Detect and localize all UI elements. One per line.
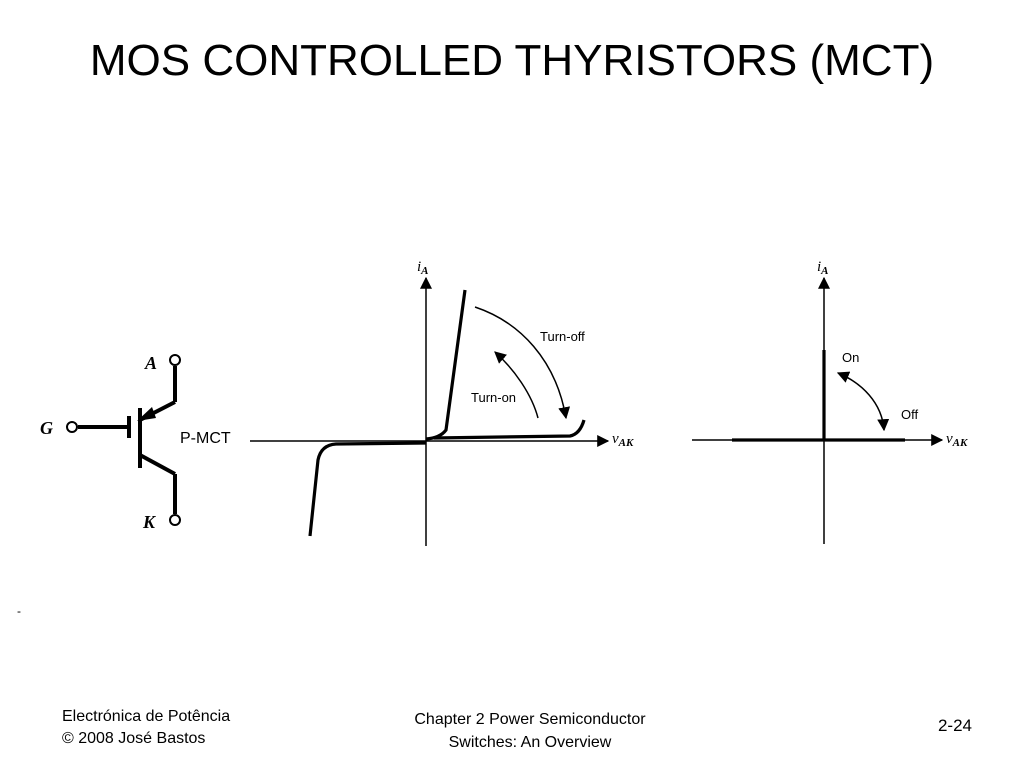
turn-off-label: Turn-off bbox=[540, 329, 585, 344]
turn-on-arrow-icon bbox=[494, 351, 539, 419]
vi-y-axis-label: iA bbox=[417, 259, 429, 277]
cathode-label: K bbox=[142, 512, 157, 532]
footer-chapter-line2: Switches: An Overview bbox=[448, 734, 612, 751]
footer-center: Chapter 2 Power Semiconductor Switches: … bbox=[350, 708, 710, 754]
anode-label: A bbox=[144, 353, 157, 373]
gate-terminal bbox=[66, 421, 78, 433]
footer-page-number: 2-24 bbox=[937, 716, 972, 735]
footer-chapter-line1: Chapter 2 Power Semiconductor bbox=[414, 711, 646, 728]
anode-terminal bbox=[169, 354, 181, 366]
stray-mark: - bbox=[17, 604, 21, 618]
turn-off-arrow-icon bbox=[474, 306, 571, 420]
vi-x-axis-label: vAK bbox=[612, 431, 634, 449]
slide-title: MOS CONTROLLED THYRISTORS (MCT) bbox=[89, 36, 935, 85]
idealized-characteristic bbox=[692, 276, 944, 544]
vi-on-state-curve bbox=[425, 289, 467, 441]
footer-left: Electrónica de Potência © 2008 José Bast… bbox=[62, 706, 230, 750]
footer-course-name: Electrónica de Potência bbox=[62, 708, 231, 725]
vi-forward-blocking-curve bbox=[433, 419, 586, 440]
turn-on-label: Turn-on bbox=[471, 390, 516, 405]
p-mct-symbol bbox=[66, 354, 181, 526]
off-label: Off bbox=[901, 407, 918, 422]
collector-line bbox=[139, 453, 176, 476]
gate-label: G bbox=[40, 418, 53, 438]
ideal-x-axis-label: vAK bbox=[946, 431, 968, 449]
cathode-terminal bbox=[169, 514, 181, 526]
vi-reverse-curve bbox=[308, 441, 427, 537]
ideal-off-arrow-icon bbox=[836, 371, 890, 432]
vi-characteristic bbox=[250, 276, 610, 546]
on-label: On bbox=[842, 350, 859, 365]
footer-copyright: © 2008 José Bastos bbox=[62, 730, 206, 747]
ideal-y-axis-label: iA bbox=[817, 259, 829, 277]
device-label: P-MCT bbox=[180, 430, 231, 447]
